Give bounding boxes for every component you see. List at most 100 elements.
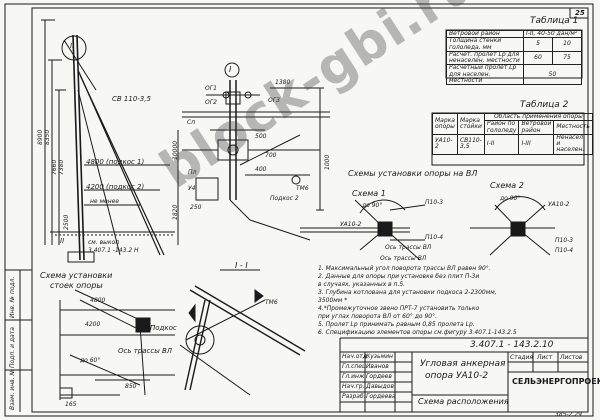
table2: Марка опоры Марка стойки Область примене…: [432, 112, 593, 155]
detail-label-II: II: [70, 42, 75, 50]
table-cell: Толщина стенки гололеда, мм: [446, 37, 524, 52]
dim-label: 4200: [85, 321, 101, 328]
table-cell: УА10-2: [432, 133, 458, 155]
angle-label: до 60°: [80, 357, 101, 364]
dim-label: 1000: [324, 154, 331, 170]
table-cell: Марка стойки: [456, 113, 485, 135]
note-line: при углах поворота ВЛ от 60° до 90°.: [318, 313, 437, 320]
name-label: Гордеев: [366, 373, 392, 380]
table2-title: Таблица 2: [520, 100, 569, 110]
table-row: УА10-2 СВ110-3,5 I-II I-III Ненасел. и н…: [432, 133, 593, 155]
note-line: 5. Пролет Lp принимать равным 0,85 проле…: [318, 321, 475, 328]
table-cell: СВ110-3,5: [456, 133, 485, 155]
table-row: Толщина стенки гололеда, мм 5 10: [446, 37, 582, 52]
strip-label: Инв. № подл.: [9, 276, 16, 318]
part-label: Сп: [187, 119, 196, 126]
scheme1-angle: до 90°: [362, 202, 383, 209]
dim-label: 8900: [37, 129, 44, 145]
page-number: 25: [575, 9, 585, 17]
table-cell: 50: [523, 64, 582, 86]
scheme2-mark: УА10-2: [548, 201, 570, 208]
strut-2-label: 4200 (подкос 2): [86, 183, 145, 191]
note-line: 2. Данные для опоры при установке без пл…: [318, 273, 480, 280]
drawing-title-1: Угловая анкерная: [420, 359, 506, 369]
role-label: Гл.инж.: [342, 373, 367, 380]
table-cell: 10: [552, 37, 582, 52]
part-label: ОГ1: [205, 85, 217, 92]
corner-note: 385-2.29: [555, 411, 582, 418]
scheme1-p1: П10-3: [425, 199, 444, 206]
stamp-head: Лист: [537, 354, 553, 361]
table-cell: 5: [523, 37, 553, 52]
table-row: Марка опоры Марка стойки Область примене…: [432, 112, 593, 135]
table-cell: Ненасел. и населен.: [553, 133, 593, 155]
table-row: Расчетный пролет Lp для населен. местнос…: [446, 64, 582, 86]
note-line: 1. Максимальный угол поворота трассы ВЛ …: [318, 265, 491, 272]
table-cell: I-III: [518, 133, 555, 155]
inner-frame: [31, 7, 589, 413]
section-label-II: II: [60, 237, 65, 245]
strut-1-label: 4800 (подкос 1): [86, 158, 145, 166]
dim-label: 1380: [275, 79, 291, 86]
table-cell: 75: [552, 50, 582, 66]
stand-scheme: [59, 289, 175, 400]
name-label: Гордеева: [366, 393, 396, 400]
table-row: Ветровой район I-II, 40-50 дан/м²: [446, 29, 582, 39]
stamp-head: Стадия: [510, 354, 534, 361]
scheme1-axis1: Ось трассы ВЛ: [385, 244, 432, 251]
doc-ref: 3.407.1 -143.2 Н: [88, 247, 139, 254]
table-row: Район по гололеду Ветровой район Местнос…: [433, 120, 593, 135]
scheme2-angle: до 90°: [500, 195, 521, 202]
part-label: ТМ6: [296, 185, 309, 192]
section-part: ТМ6: [265, 299, 278, 306]
table1-title: Таблица 1: [530, 16, 579, 26]
table-cell: Расчетный пролет Lp для населен. местнос…: [446, 64, 524, 86]
scheme2-p1: П10-3: [555, 237, 574, 244]
part-label: ОГ2: [205, 99, 217, 106]
part-label: У4: [188, 185, 196, 192]
sheet-frame: [4, 3, 594, 417]
dim-label: 1820: [172, 204, 179, 220]
drawing-subtitle: Схема расположения: [418, 397, 509, 406]
stand-scheme-title-2: стоек опоры: [50, 281, 103, 290]
title-block: [339, 337, 588, 412]
section-I-I: [179, 269, 306, 396]
table1: Ветровой район I-II, 40-50 дан/м² Толщин…: [446, 29, 582, 86]
strut-label: Подкос: [150, 324, 177, 332]
table-cell: Район по гололеду: [483, 120, 520, 135]
role-label: Разраб.: [342, 393, 366, 400]
dim-label: 500: [255, 133, 267, 140]
strip-label: Взам. инв. №: [9, 369, 16, 410]
dim-label: 8350: [44, 129, 51, 145]
stamp-head: Листов: [560, 354, 583, 361]
axis-label: Ось трассы ВЛ: [118, 347, 173, 355]
min-label: не менее: [90, 198, 120, 205]
scheme1-axis2: Ось трассы ВЛ: [380, 255, 427, 262]
note-line: в случаях, указанных в п.5.: [318, 281, 406, 288]
note-line: 3. Глубина котлована для установки подко…: [318, 289, 497, 296]
role-label: Нач.отд.: [342, 353, 369, 360]
dim-label: 7380: [58, 159, 65, 175]
scheme-1: [300, 199, 426, 261]
name-label: Кузьмин: [366, 353, 393, 360]
scheme2-title: Схема 2: [490, 181, 524, 190]
dim-label: 850: [125, 383, 137, 390]
organization: СЕЛЬЭНЕРГОПРОЕКТ: [512, 377, 600, 386]
crossarm-assembly: [182, 80, 330, 241]
strip-label: Подп. и дата: [9, 327, 16, 368]
table-cell: 60: [523, 50, 553, 66]
dim-label: 250: [190, 204, 202, 211]
table-cell: Марка опоры: [432, 113, 458, 135]
note-line: 6. Спецификацию элементов опоры см.фигур…: [318, 329, 517, 336]
drawing-title-2: опора УА10-2: [425, 371, 489, 381]
dim-label: 700: [265, 152, 277, 159]
table-cell: Местность: [553, 120, 593, 135]
dim-label: 400: [255, 166, 267, 173]
role-label: Нач.гр.: [342, 383, 365, 390]
scheme-2: [470, 196, 555, 256]
scheme1-p2: П10-4: [425, 234, 444, 241]
table-cell: Ветровой район: [518, 120, 555, 135]
dim-label: 165: [65, 401, 77, 408]
section-title: I - I: [235, 261, 248, 270]
